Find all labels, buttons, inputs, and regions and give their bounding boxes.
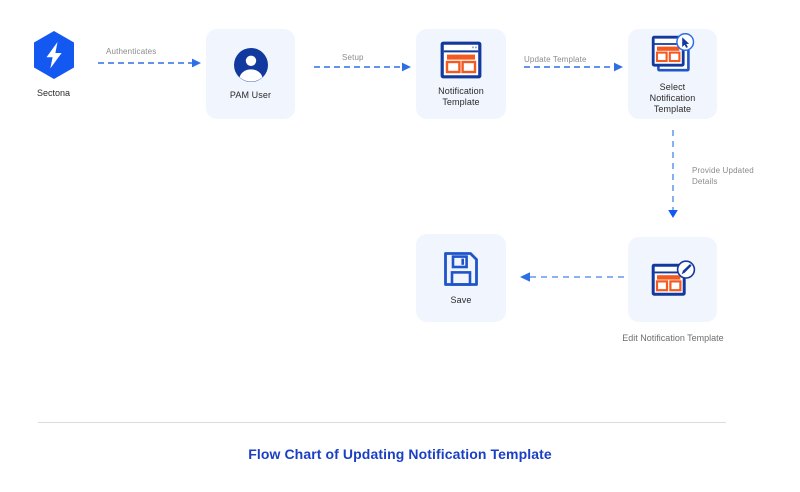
edit-template-icon [650, 259, 696, 301]
connector-notification-template-to-select-template [524, 62, 623, 72]
sectona-logo-icon [32, 30, 76, 80]
connector-pam-user-to-notification-template [314, 62, 411, 72]
node-edit-notification-template-label: Edit Notification Template [622, 333, 724, 343]
node-sectona[interactable]: Sectona [25, 30, 82, 99]
connector-edit-template-to-save [520, 272, 626, 282]
edge-label-update-template: Update Template [524, 55, 587, 64]
footer-divider [38, 422, 726, 423]
notification-template-icon [440, 41, 482, 79]
select-template-icon [650, 33, 696, 75]
floppy-disk-save-icon [442, 250, 480, 288]
node-pam-user-label: PAM User [229, 90, 272, 100]
edge-label-authenticates: Authenticates [106, 47, 157, 56]
edge-label-provide-updated-details: Provide Updated Details [692, 166, 754, 186]
chart-title: Flow Chart of Updating Notification Temp… [248, 446, 552, 462]
node-save[interactable]: Save [416, 234, 506, 322]
node-notification-template-label: Notification Template [438, 85, 484, 107]
connector-sectona-to-pam-user [98, 58, 201, 68]
node-pam-user[interactable]: PAM User [206, 29, 295, 119]
user-avatar-icon [233, 47, 269, 83]
node-select-notification-template[interactable]: Select Notification Template [628, 29, 717, 119]
node-notification-template[interactable]: Notification Template [416, 29, 506, 119]
node-edit-notification-template[interactable] [628, 237, 717, 322]
node-select-notification-template-label: Select Notification Template [649, 82, 696, 114]
connector-select-template-to-edit-template [668, 130, 678, 218]
node-save-label: Save [450, 295, 472, 305]
edge-label-setup: Setup [342, 53, 364, 62]
node-sectona-label: Sectona [36, 88, 71, 98]
